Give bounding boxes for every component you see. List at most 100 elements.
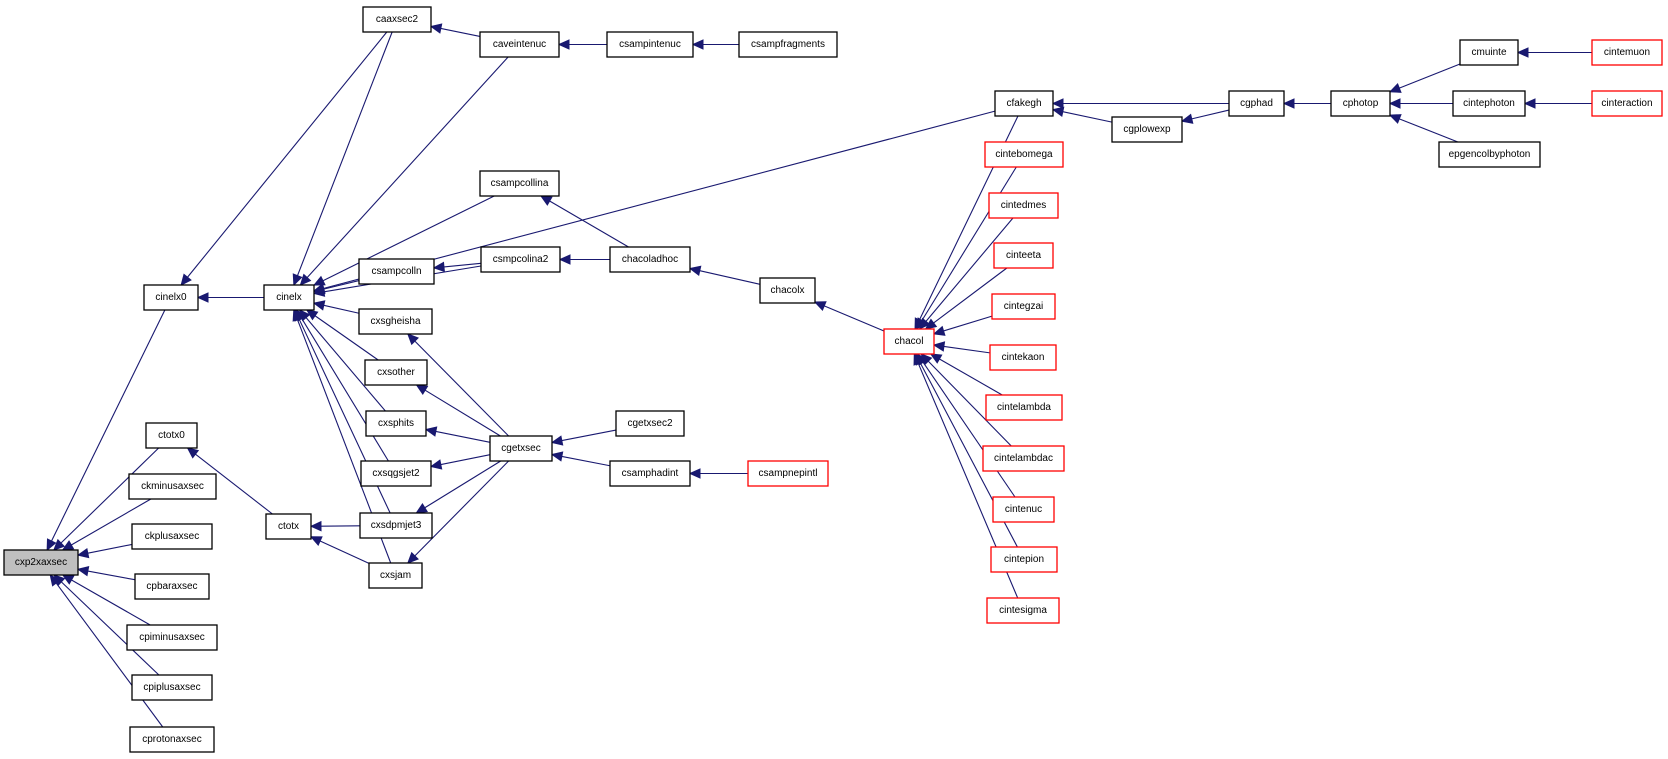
- node-ctotx0[interactable]: ctotx0: [145, 422, 198, 449]
- node-label: ckminusaxsec: [141, 481, 204, 492]
- node-cxsdpmjet3[interactable]: cxsdpmjet3: [359, 512, 433, 539]
- node-cgetxsec2[interactable]: cgetxsec2: [615, 410, 685, 437]
- edge-chacolx-to-chacoladhoc: [688, 265, 761, 285]
- node-cintegzai[interactable]: cintegzai: [991, 293, 1056, 320]
- node-box: [994, 90, 1054, 117]
- node-cxsjam[interactable]: cxsjam: [368, 562, 423, 589]
- node-cpiminusaxsec[interactable]: cpiminusaxsec: [126, 624, 218, 651]
- arrowhead: [918, 317, 931, 330]
- node-caaxsec2[interactable]: caaxsec2: [362, 6, 432, 33]
- arrowhead: [312, 283, 326, 295]
- node-label: chacol: [895, 336, 924, 347]
- node-cxsgheisha[interactable]: cxsgheisha: [358, 308, 433, 335]
- edge-csampintenuc-to-caveintenuc: [557, 39, 607, 50]
- edge-cphotop-to-cgphad: [1282, 98, 1331, 109]
- node-cxp2xaxsec[interactable]: cxp2xaxsec: [3, 549, 79, 576]
- node-cphotop[interactable]: cphotop: [1330, 90, 1391, 117]
- node-box: [738, 31, 838, 58]
- node-cxsqgsjet2[interactable]: cxsqgsjet2: [360, 460, 432, 487]
- edge-cpbaraxsec-to-cxp2xaxsec: [76, 565, 136, 581]
- node-label: chacolx: [771, 285, 805, 296]
- node-box: [989, 344, 1057, 371]
- arrowhead: [1388, 114, 1402, 124]
- node-epgencolbyphoton[interactable]: epgencolbyphoton: [1438, 141, 1541, 168]
- node-label: csampcollina: [491, 178, 549, 189]
- node-label: cxsdpmjet3: [371, 520, 422, 531]
- node-ckplusaxsec[interactable]: ckplusaxsec: [131, 523, 213, 550]
- node-label: cpiminusaxsec: [139, 632, 205, 643]
- node-cgetxsec[interactable]: cgetxsec: [489, 435, 553, 462]
- node-cintephoton[interactable]: cintephoton: [1452, 90, 1526, 117]
- node-chacol[interactable]: chacol: [883, 328, 935, 355]
- node-cpiplusaxsec[interactable]: cpiplusaxsec: [131, 674, 213, 701]
- node-csamphadint[interactable]: csamphadint: [609, 460, 691, 487]
- node-cintedmes[interactable]: cintedmes: [988, 192, 1059, 219]
- node-cintelambdac[interactable]: cintelambdac: [982, 445, 1065, 472]
- node-chacoladhoc[interactable]: chacoladhoc: [609, 246, 691, 273]
- edge-line: [323, 280, 360, 290]
- node-box: [609, 246, 691, 273]
- node-box: [1591, 39, 1663, 66]
- node-label: cintepion: [1004, 554, 1044, 565]
- arrowhead: [406, 333, 419, 346]
- edge-line: [323, 304, 360, 314]
- edge-caaxsec2-to-cinelx0: [180, 31, 388, 286]
- edge-chacol-to-chacolx: [813, 301, 885, 332]
- arrowhead: [688, 468, 701, 479]
- arrowhead: [196, 292, 209, 303]
- node-cintebomega[interactable]: cintebomega: [984, 141, 1064, 168]
- node-cxsphits[interactable]: cxsphits: [365, 410, 427, 437]
- arrowhead: [1051, 106, 1065, 117]
- node-label: cfakegh: [1006, 98, 1041, 109]
- node-cinteeta[interactable]: cinteeta: [993, 242, 1054, 269]
- node-label: cintegzai: [1004, 301, 1043, 312]
- node-csampcolln[interactable]: csampcolln: [358, 258, 435, 285]
- arrowhead: [429, 459, 443, 470]
- node-csampintenuc[interactable]: csampintenuc: [606, 31, 694, 58]
- edge-line: [60, 447, 160, 544]
- edge-layer: [46, 23, 1592, 728]
- node-label: cintesigma: [999, 605, 1047, 616]
- node-chacolx[interactable]: chacolx: [759, 277, 816, 304]
- node-box: [358, 308, 433, 335]
- arrowhead: [813, 301, 827, 311]
- node-label: cinteraction: [1601, 98, 1652, 109]
- node-cpbaraxsec[interactable]: cpbaraxsec: [134, 573, 210, 600]
- node-csampfragments[interactable]: csampfragments: [738, 31, 838, 58]
- node-cintesigma[interactable]: cintesigma: [986, 597, 1060, 624]
- node-cinteraction[interactable]: cinteraction: [1591, 90, 1663, 117]
- node-csampnepintl[interactable]: csampnepintl: [747, 460, 829, 487]
- edge-line: [305, 317, 386, 412]
- arrowhead: [1523, 98, 1536, 109]
- node-cfakegh[interactable]: cfakegh: [994, 90, 1054, 117]
- arrowhead: [309, 536, 323, 546]
- node-label: caveintenuc: [493, 39, 546, 50]
- node-csmpcolina2[interactable]: csmpcolina2: [480, 246, 561, 273]
- node-cxsother[interactable]: cxsother: [364, 359, 428, 386]
- node-cintenuc[interactable]: cintenuc: [992, 496, 1055, 523]
- node-box: [368, 562, 423, 589]
- arrowhead: [292, 273, 303, 287]
- arrowhead: [550, 451, 564, 462]
- edge-line: [939, 358, 1003, 396]
- node-ctotx[interactable]: ctotx: [265, 513, 312, 540]
- node-cintelambda[interactable]: cintelambda: [985, 394, 1063, 421]
- node-cgphad[interactable]: cgphad: [1228, 90, 1285, 117]
- edge-line: [561, 455, 611, 467]
- node-cprotonaxsec[interactable]: cprotonaxsec: [129, 726, 215, 753]
- node-caveintenuc[interactable]: caveintenuc: [479, 31, 560, 58]
- node-cintepion[interactable]: cintepion: [990, 546, 1058, 573]
- node-cinelx0[interactable]: cinelx0: [143, 284, 199, 311]
- node-cintekaon[interactable]: cintekaon: [989, 344, 1057, 371]
- arrowhead: [1388, 83, 1402, 93]
- node-cintemuon[interactable]: cintemuon: [1591, 39, 1663, 66]
- node-csampcollina[interactable]: csampcollina: [479, 170, 560, 197]
- edge-line: [414, 340, 510, 437]
- node-cinelx[interactable]: cinelx: [263, 284, 315, 311]
- node-box: [986, 597, 1060, 624]
- node-cmuinte[interactable]: cmuinte: [1459, 39, 1519, 66]
- node-cgplowexp[interactable]: cgplowexp: [1111, 116, 1183, 143]
- node-ckminusaxsec[interactable]: ckminusaxsec: [128, 473, 217, 500]
- edge-cinteraction-to-cintephoton: [1523, 98, 1592, 109]
- edge-line: [922, 361, 1016, 498]
